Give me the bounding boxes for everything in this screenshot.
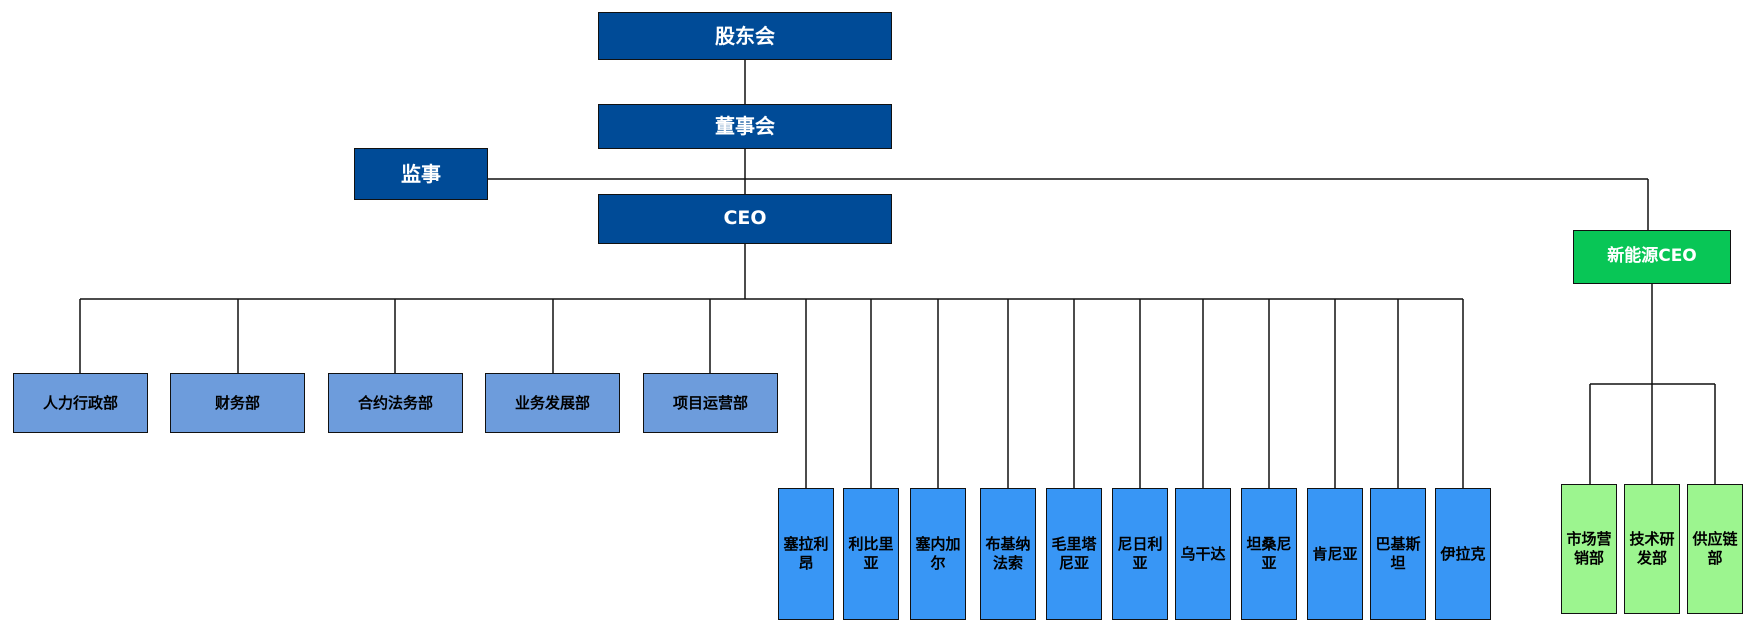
country-box-nigeria: 尼日利亚	[1112, 488, 1168, 620]
department-business-development: 业务发展部	[485, 373, 620, 433]
country-box-mauritania: 毛里塔尼亚	[1046, 488, 1102, 620]
country-box-burkina-faso: 布基纳法索	[980, 488, 1036, 620]
department-contract-legal: 合约法务部	[328, 373, 463, 433]
department-finance: 财务部	[170, 373, 305, 433]
country-box-iraq: 伊拉克	[1435, 488, 1491, 620]
country-box-tanzania: 坦桑尼亚	[1241, 488, 1297, 620]
country-box-liberia: 利比里亚	[843, 488, 899, 620]
department-project-operations: 项目运营部	[643, 373, 778, 433]
country-box-sierra-leone: 塞拉利昂	[778, 488, 834, 620]
new-energy-ceo-box: 新能源CEO	[1573, 230, 1731, 284]
supervisor-box: 监事	[354, 148, 488, 200]
country-box-senegal: 塞内加尔	[910, 488, 966, 620]
new-energy-department-rnd: 技术研发部	[1624, 484, 1680, 614]
country-box-kenya: 肯尼亚	[1307, 488, 1363, 620]
new-energy-department-supply-chain: 供应链部	[1687, 484, 1743, 614]
new-energy-department-marketing: 市场营销部	[1561, 484, 1617, 614]
department-hr-admin: 人力行政部	[13, 373, 148, 433]
shareholders-box: 股东会	[598, 12, 892, 60]
country-box-pakistan: 巴基斯坦	[1370, 488, 1426, 620]
board-box: 董事会	[598, 104, 892, 149]
ceo-box: CEO	[598, 194, 892, 244]
country-box-uganda: 乌干达	[1175, 488, 1231, 620]
